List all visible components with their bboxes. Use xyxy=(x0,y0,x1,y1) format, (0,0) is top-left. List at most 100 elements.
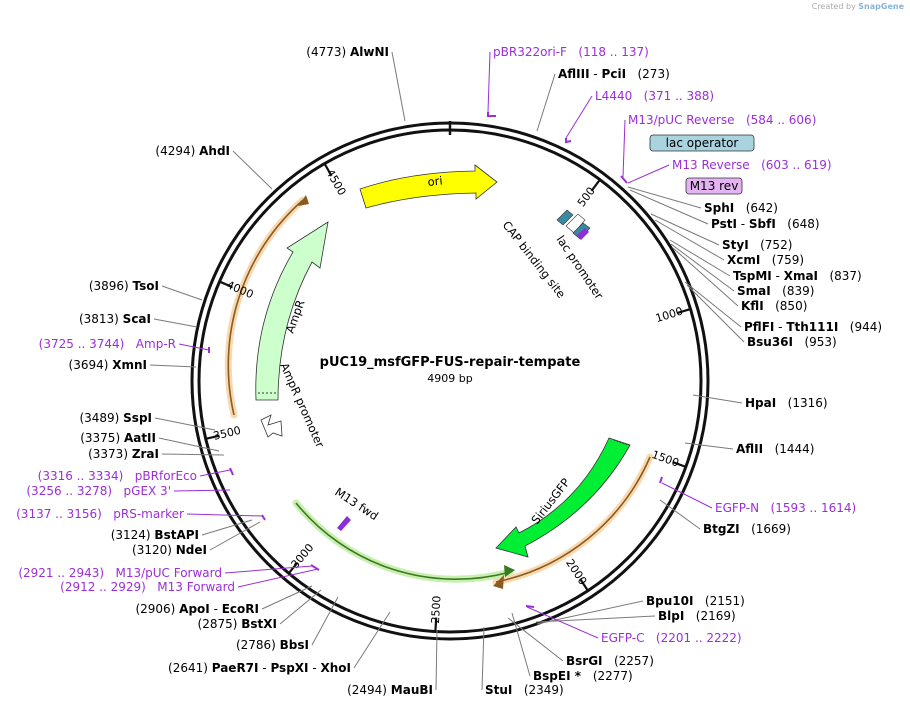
label-part: BspEI xyxy=(533,669,571,683)
orf-arrowhead-gfp xyxy=(493,575,504,589)
leader-xmni xyxy=(149,364,197,368)
enzyme-label-maubi[interactable]: (2494) MauBI xyxy=(347,683,433,697)
primer-label-m13_forward[interactable]: (2912 .. 2929) M13 Forward xyxy=(60,580,235,594)
tick-mark-4500 xyxy=(323,163,333,177)
leader-aflii xyxy=(684,442,734,450)
primer-label-l4440[interactable]: L4440 (371 .. 388) xyxy=(595,89,714,103)
enzyme-label-paer7i[interactable]: (2641) PaeR7I - PspXI - XhoI xyxy=(168,661,351,675)
label-part: PciI xyxy=(602,67,627,81)
label-part: ApoI xyxy=(179,602,210,616)
feature-label-m13-fwd: M13 fwd xyxy=(332,485,381,523)
enzyme-label-afliii[interactable]: AflIII - PciI (273) xyxy=(558,67,670,81)
primer-mark-m13-forward[interactable] xyxy=(310,564,320,571)
leader-bbsi xyxy=(311,596,339,646)
primer-mark-prs[interactable] xyxy=(261,514,266,521)
leader-tsoi xyxy=(161,285,203,301)
enzyme-label-aflii[interactable]: AflII (1444) xyxy=(736,442,814,456)
enzyme-label-xcmi[interactable]: XcmI (759) xyxy=(727,253,804,267)
label-part: (3137 .. 3156) xyxy=(16,507,102,521)
primer-mark-pbr322ori[interactable] xyxy=(487,112,496,117)
label-part: (3373) xyxy=(88,447,132,461)
enzyme-label-bspei[interactable]: BspEI * (2277) xyxy=(533,669,633,683)
primer-label-m13puc_rev[interactable]: M13/pUC Reverse (584 .. 606) xyxy=(628,113,816,127)
enzyme-label-bstxi[interactable]: (2875) BstXI xyxy=(198,617,277,631)
tick-mark-2000 xyxy=(579,578,589,592)
primer-label-prs_marker[interactable]: (3137 .. 3156) pRS-marker xyxy=(16,507,184,521)
primer-label-egfp_c[interactable]: EGFP-C (2201 .. 2222) xyxy=(601,631,742,645)
leader-hpai xyxy=(692,394,743,404)
feature-ampr[interactable] xyxy=(255,221,329,401)
feature-cap-binding-site[interactable] xyxy=(556,209,574,226)
primer-mark-egfp-c[interactable] xyxy=(525,605,535,608)
feature-lac-promoter[interactable] xyxy=(565,213,586,234)
leader-psti xyxy=(629,189,709,225)
enzyme-label-ndei[interactable]: (3120) NdeI xyxy=(132,543,207,557)
enzyme-label-btgzi[interactable]: BtgZI (1669) xyxy=(703,522,791,536)
feature-ori[interactable] xyxy=(359,164,498,209)
leader-alwni xyxy=(391,51,406,122)
leader-xcmi xyxy=(654,219,725,261)
feature-m13-fwd[interactable] xyxy=(337,516,351,531)
feature-m13-rev[interactable] xyxy=(577,228,589,240)
feature-label-ori: ori xyxy=(427,173,443,188)
enzyme-label-kfli[interactable]: KflI (850) xyxy=(741,299,807,313)
leader-btgzi xyxy=(659,499,701,530)
primer-mark-pbrforeco[interactable] xyxy=(229,467,234,476)
feature-ampr-promoter[interactable] xyxy=(260,414,283,438)
enzyme-label-bsrgi[interactable]: BsrGI (2257) xyxy=(566,654,654,668)
enzyme-label-hpai[interactable]: HpaI (1316) xyxy=(745,396,828,410)
leader-bspei xyxy=(511,612,531,677)
label-part: (2875) xyxy=(198,617,242,631)
lac-operator-box[interactable] xyxy=(649,134,755,152)
enzyme-label-apoi[interactable]: (2906) ApoI - EcoRI xyxy=(135,602,259,616)
enzyme-label-stui[interactable]: StuI (2349) xyxy=(485,683,564,697)
enzyme-label-tsoi[interactable]: (3896) TsoI xyxy=(89,279,159,293)
enzyme-label-aatii[interactable]: (3375) AatII xyxy=(80,431,156,445)
label-part: M13 Forward xyxy=(146,580,235,594)
enzyme-label-scai[interactable]: (3813) ScaI xyxy=(79,312,151,326)
label-part: (953) xyxy=(793,335,837,349)
label-part: (2641) xyxy=(168,661,212,675)
label-part: XmnI xyxy=(112,358,147,372)
label-part: Bpu10I xyxy=(646,594,693,608)
tick-label-4500: 4500 xyxy=(323,167,348,198)
enzyme-label-bpu10i[interactable]: Bpu10I (2151) xyxy=(646,594,745,608)
tick-mark-2500 xyxy=(434,617,438,632)
orf-arc-m13 xyxy=(292,499,514,583)
primer-label-m13puc_fwd[interactable]: (2921 .. 2943) M13/pUC Forward xyxy=(18,566,222,580)
enzyme-label-bsu36i[interactable]: Bsu36I (953) xyxy=(747,335,837,349)
enzyme-label-sspi[interactable]: (3489) SspI xyxy=(79,411,152,425)
enzyme-label-styi[interactable]: StyI (752) xyxy=(722,238,792,252)
primer-mark-m13puc-rev[interactable] xyxy=(620,175,628,184)
primer-label-amp_r[interactable]: (3725 .. 3744) Amp-R xyxy=(39,337,176,351)
enzyme-label-ahdi[interactable]: (4294) AhdI xyxy=(155,144,230,158)
enzyme-label-bbsi[interactable]: (2786) BbsI xyxy=(236,638,309,652)
primer-label-pbr322ori[interactable]: pBR322ori-F (118 .. 137) xyxy=(493,45,649,59)
enzyme-label-sphi[interactable]: SphI (642) xyxy=(704,201,778,215)
leader-ndei xyxy=(209,521,261,551)
enzyme-label-tspmi[interactable]: TspMI - XmaI (837) xyxy=(733,269,862,283)
enzyme-label-smai[interactable]: SmaI (839) xyxy=(737,284,814,298)
enzyme-label-alwni[interactable]: (4773) AlwNI xyxy=(306,45,389,59)
feature-siriusgfp[interactable] xyxy=(495,437,631,558)
primer-label-m13_reverse[interactable]: M13 Reverse (603 .. 619) xyxy=(672,158,832,172)
label-part: (759) xyxy=(760,253,804,267)
label-part: BsrGI xyxy=(566,654,603,668)
primer-mark-l4440[interactable] xyxy=(565,138,572,144)
primer-label-egfp_n[interactable]: EGFP-N (1593 .. 1614) xyxy=(715,501,856,515)
label-part: (3316 .. 3334) xyxy=(38,469,124,483)
enzyme-label-blpi[interactable]: BlpI (2169) xyxy=(658,609,736,623)
leader-styi xyxy=(650,213,720,246)
primer-mark-egfp-n[interactable] xyxy=(659,476,663,484)
enzyme-label-zrai[interactable]: (3373) ZraI xyxy=(88,447,159,461)
leader-pbr322ori xyxy=(487,51,491,113)
enzyme-label-xmni[interactable]: (3694) XmnI xyxy=(69,358,147,372)
enzyme-label-bstapi[interactable]: (3124) BstAPI xyxy=(111,528,199,542)
primer-label-pbrforeco[interactable]: (3316 .. 3334) pBRforEco xyxy=(38,469,197,483)
label-part: (1316) xyxy=(776,396,827,410)
primer-label-pgex3[interactable]: (3256 .. 3278) pGEX 3' xyxy=(26,484,171,498)
label-part: (1444) xyxy=(763,442,814,456)
enzyme-label-psti[interactable]: PstI - SbfI (648) xyxy=(711,217,820,231)
m13-rev-box[interactable] xyxy=(685,177,743,195)
enzyme-label-pflfi[interactable]: PflFI - Tth111I (944) xyxy=(744,320,882,334)
